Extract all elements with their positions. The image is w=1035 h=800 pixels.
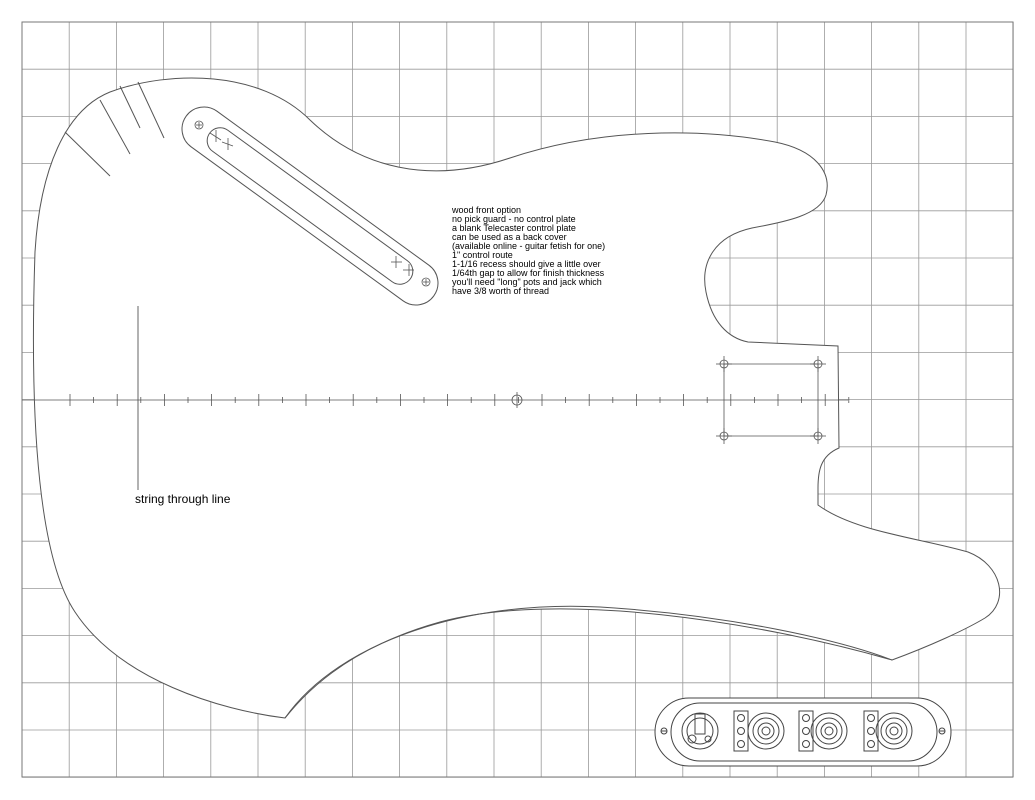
notes-block: wood front option no pick guard - no con…	[451, 200, 610, 296]
control-plate-inner	[670, 702, 938, 762]
pickup-outer-route	[181, 106, 439, 306]
guitar-body-outline	[32, 77, 1001, 719]
pickup-screw-hole-bottom	[421, 277, 431, 287]
note-line: you'll need "long" pots and jack which	[452, 277, 602, 287]
pot-2	[798, 710, 848, 752]
pickup-screw-hole-top	[194, 120, 204, 130]
note-line: a blank Telecaster control plate	[452, 223, 576, 233]
note-line: 1/64th gap to allow for finish thickness	[452, 268, 605, 278]
string-through-label: string through line	[135, 492, 231, 506]
pickup-route	[181, 106, 439, 306]
arm-contour-lines	[64, 81, 165, 177]
center-line-ticks	[69, 394, 850, 406]
note-line: have 3/8 worth of thread	[452, 286, 549, 296]
note-line: wood front option	[451, 205, 521, 215]
pot-3	[863, 710, 913, 752]
note-line: 1-1/16 recess should give a little over	[452, 259, 601, 269]
bridge-mounting-pattern	[716, 356, 826, 444]
control-plate	[654, 697, 952, 767]
lower-horn-contour	[284, 605, 893, 719]
pickup-inner-route	[206, 127, 414, 285]
pot-1	[733, 710, 785, 752]
note-line: (available online - guitar fetish for on…	[452, 241, 605, 251]
note-line: no pick guard - no control plate	[452, 214, 576, 224]
note-line: 1" control route	[452, 250, 513, 260]
note-line: can be used as a back cover	[452, 232, 567, 242]
selector-switch	[681, 712, 719, 750]
pickup-mounting-marks	[194, 120, 431, 287]
grid-border	[21, 21, 1014, 778]
